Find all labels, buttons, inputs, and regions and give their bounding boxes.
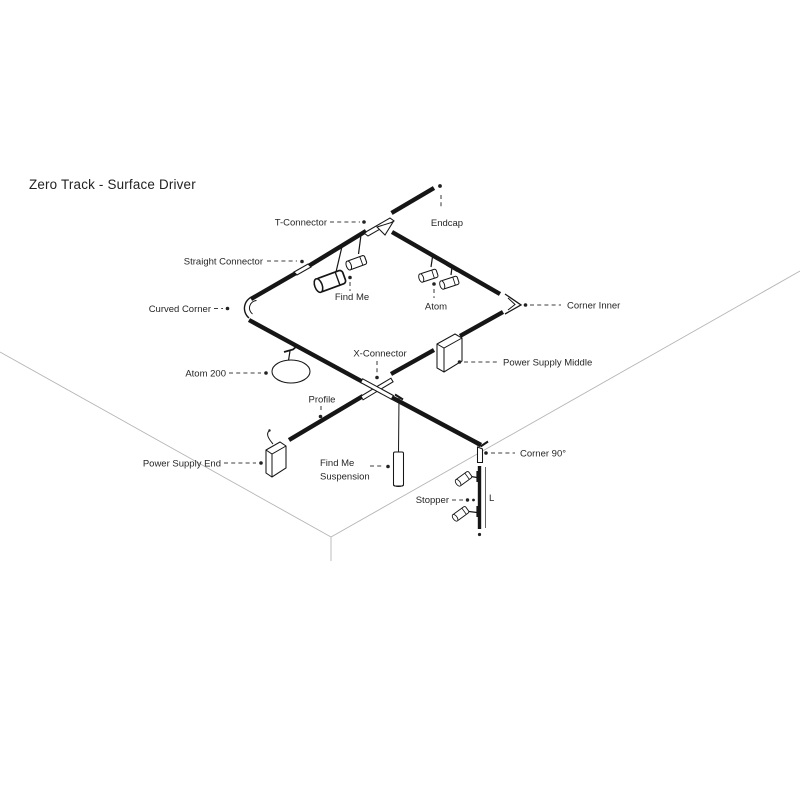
- leader-find-me: [348, 275, 352, 291]
- label-find-me-suspension-line2: Suspension: [320, 472, 370, 483]
- room-corner-lines: [0, 270, 800, 561]
- component-labels: T-Connector Endcap Straight Connector Fi…: [143, 218, 621, 507]
- track-psu-to-x: [389, 348, 436, 376]
- power-supply-middle-box: [436, 333, 463, 373]
- corner-90-piece: [469, 439, 489, 464]
- label-x-connector: X-Connector: [353, 349, 406, 360]
- atom-spotlight-1-icon: [417, 268, 440, 284]
- label-power-supply-middle: Power Supply Middle: [503, 358, 592, 369]
- label-corner-90: Corner 90°: [520, 449, 566, 460]
- label-corner-inner: Corner Inner: [567, 301, 620, 312]
- leader-corner-90: [484, 451, 515, 455]
- label-straight-connector: Straight Connector: [184, 257, 263, 268]
- leader-straight-connector: [267, 259, 304, 264]
- leader-atom-200: [229, 371, 268, 375]
- track-segments: [247, 186, 505, 537]
- leader-stopper: [452, 498, 475, 502]
- track-topleft-lower: [249, 271, 298, 301]
- label-t-connector: T-Connector: [275, 218, 327, 229]
- page-title: Zero Track - Surface Driver: [29, 177, 196, 192]
- straight-connector-piece: [293, 263, 312, 276]
- leader-t-connector: [330, 220, 366, 224]
- track-right-to-psu: [458, 310, 505, 338]
- atom-200-pendant: [271, 344, 311, 384]
- label-stopper: Stopper: [416, 495, 449, 506]
- atom-spotlight-2-icon: [438, 275, 461, 291]
- wall-track-end-dot: [477, 532, 482, 537]
- leader-lines: [214, 195, 561, 502]
- wall-spotlight-1-icon: [453, 470, 473, 488]
- leader-curved-corner: [214, 306, 230, 311]
- leader-x-connector: [375, 361, 379, 380]
- label-atom: Atom: [425, 302, 447, 313]
- wall-edge-left: [0, 351, 332, 538]
- wall-spotlight-2-icon: [450, 505, 470, 523]
- x-connector-piece: [359, 377, 395, 401]
- leader-power-supply-end: [224, 461, 263, 465]
- label-endcap: Endcap: [431, 218, 463, 229]
- find-me-spotlight-large-icon: [311, 268, 348, 295]
- label-power-supply-end: Power Supply End: [143, 459, 221, 470]
- find-me-suspension-pendant: [392, 393, 405, 487]
- leader-power-supply-middle: [457, 360, 497, 364]
- find-me-spotlight-small-icon: [344, 254, 368, 272]
- leader-atom: [432, 282, 436, 298]
- power-supply-end-box: [265, 429, 287, 478]
- leader-profile: [318, 406, 323, 419]
- label-atom-200: Atom 200: [185, 369, 226, 380]
- spotlight-mounts: [335, 230, 479, 517]
- track-topright: [390, 230, 502, 296]
- label-find-me: Find Me: [335, 292, 369, 303]
- curved-corner-piece: [243, 295, 257, 319]
- label-curved-corner: Curved Corner: [149, 304, 211, 315]
- track-endcap-run: [390, 186, 436, 215]
- leader-find-me-suspension: [370, 464, 390, 469]
- label-length-dimension: L: [489, 493, 494, 504]
- endcap-piece: [438, 184, 442, 188]
- corner-inner-piece: [504, 293, 523, 315]
- track-x-to-powerend: [287, 394, 365, 442]
- track-left-to-x: [247, 318, 365, 384]
- track-x-to-corner90: [389, 395, 483, 447]
- label-profile: Profile: [309, 395, 336, 406]
- wall-edge-right: [330, 270, 800, 538]
- t-connector-piece: [363, 217, 395, 237]
- leader-corner-inner: [523, 303, 561, 307]
- label-find-me-suspension-line1: Find Me: [320, 458, 354, 469]
